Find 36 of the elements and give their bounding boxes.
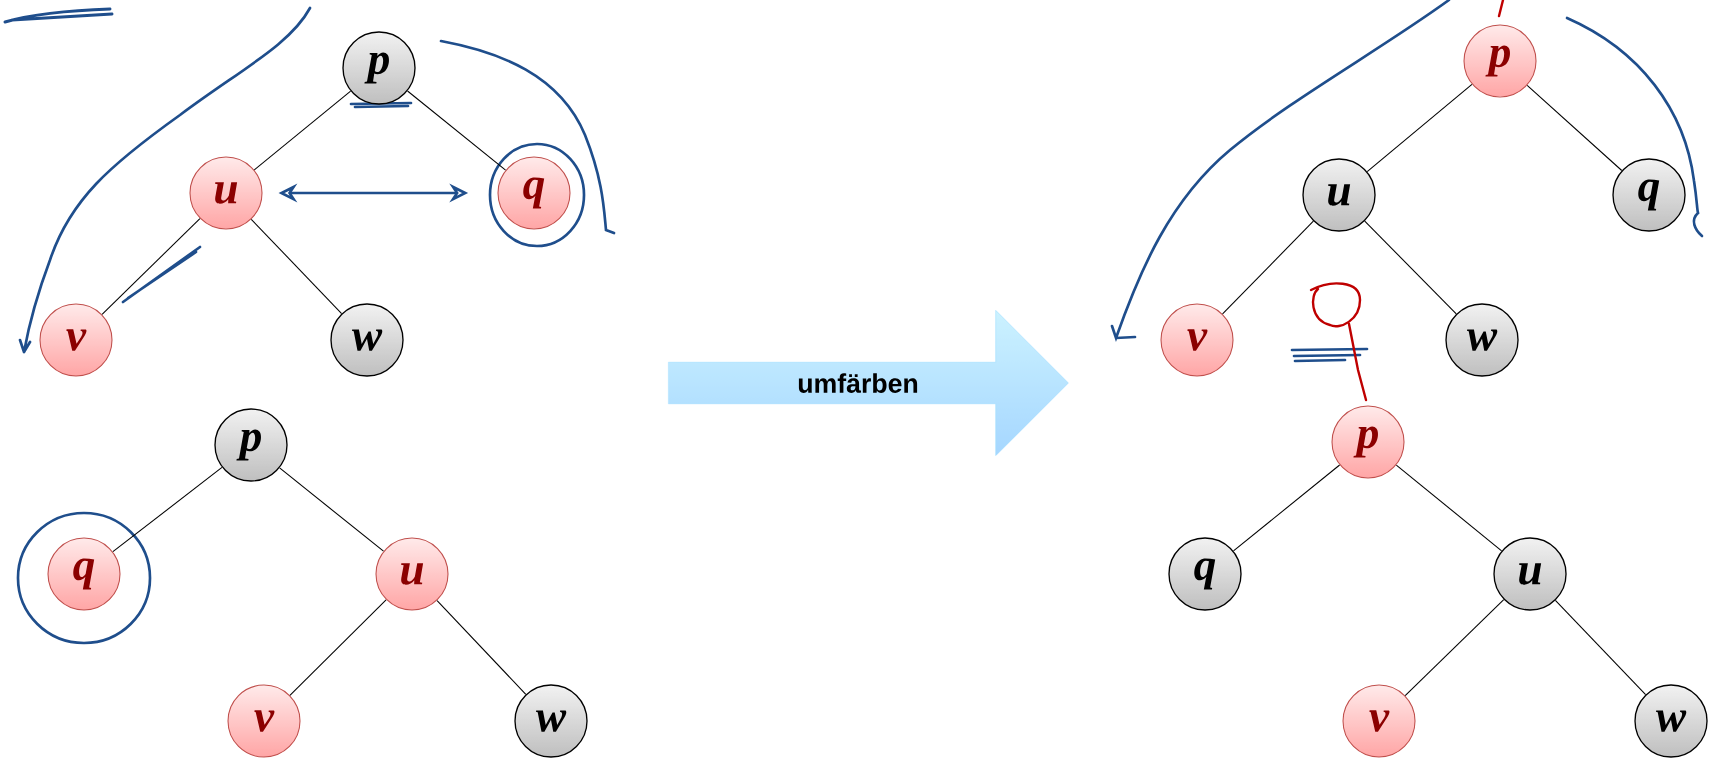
tree-node: p	[342, 31, 416, 105]
tree-node: v	[39, 303, 113, 377]
tree-edge	[1232, 464, 1341, 552]
tree-node: q	[1168, 537, 1242, 611]
tree-node: w	[1634, 684, 1708, 758]
tree-edge	[407, 90, 507, 171]
tree-node: u	[1493, 537, 1567, 611]
tree-edge	[1366, 83, 1473, 173]
tree-edge	[253, 90, 352, 171]
tree-node: v	[1160, 303, 1234, 377]
tree-node: q	[497, 156, 571, 230]
tree-node: u	[375, 537, 449, 611]
tree-node: v	[1342, 684, 1416, 758]
tree-node: p	[214, 408, 288, 482]
tree-node: p	[1463, 24, 1537, 98]
tree-edge	[1364, 220, 1457, 315]
tree-edge	[1404, 599, 1505, 697]
tree-edge	[1526, 84, 1623, 172]
tree-edge	[1222, 220, 1314, 315]
tree-node: w	[1445, 303, 1519, 377]
tree-node: p	[1331, 405, 1405, 479]
tree-node: w	[330, 303, 404, 377]
tree-node: q	[1612, 158, 1686, 232]
tree-edge	[279, 467, 385, 552]
tree-edge	[101, 218, 201, 315]
tree-node: v	[227, 684, 301, 758]
tree-node: u	[1302, 158, 1376, 232]
tree-node: w	[514, 684, 588, 758]
tree-edge	[1395, 464, 1503, 552]
tree-node: q	[47, 537, 121, 611]
tree-edge	[436, 600, 527, 695]
tree-edge	[1554, 599, 1647, 696]
tree-edge	[112, 466, 223, 553]
tree-node: u	[189, 156, 263, 230]
tree-edge	[250, 218, 343, 315]
tree-edge	[289, 599, 387, 696]
